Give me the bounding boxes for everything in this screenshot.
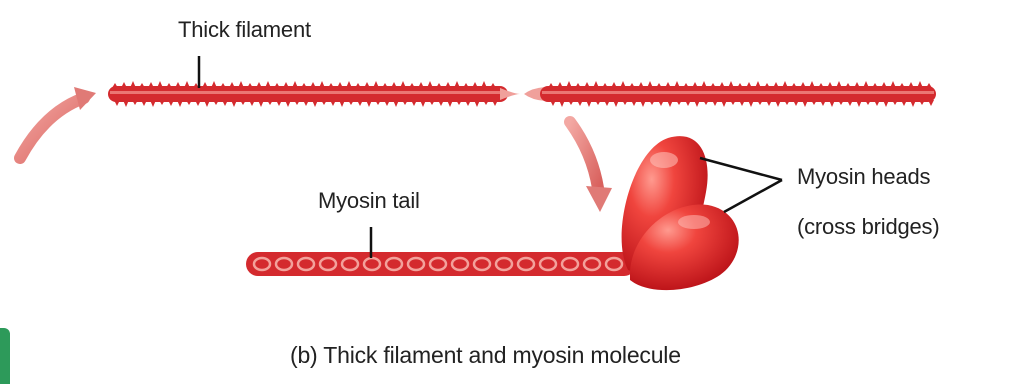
myosin-heads-label: Myosin heads [797, 164, 930, 190]
myosin-heads [622, 136, 739, 290]
edge-accent [0, 328, 10, 384]
thick-filament [108, 81, 936, 107]
thick-filament-right-segment [524, 81, 936, 107]
myosin-tail-label: Myosin tail [318, 188, 420, 214]
cross-bridges-label: (cross bridges) [797, 214, 939, 240]
curved-arrow-down [570, 122, 612, 212]
thick-filament-left-segment [108, 81, 520, 107]
thick-filament-label: Thick filament [178, 17, 311, 43]
myosin-tail [246, 252, 636, 276]
figure-caption: (b) Thick filament and myosin molecule [290, 342, 681, 368]
myosin-heads-leader-lines [700, 158, 782, 212]
curved-arrow-left [20, 87, 96, 158]
